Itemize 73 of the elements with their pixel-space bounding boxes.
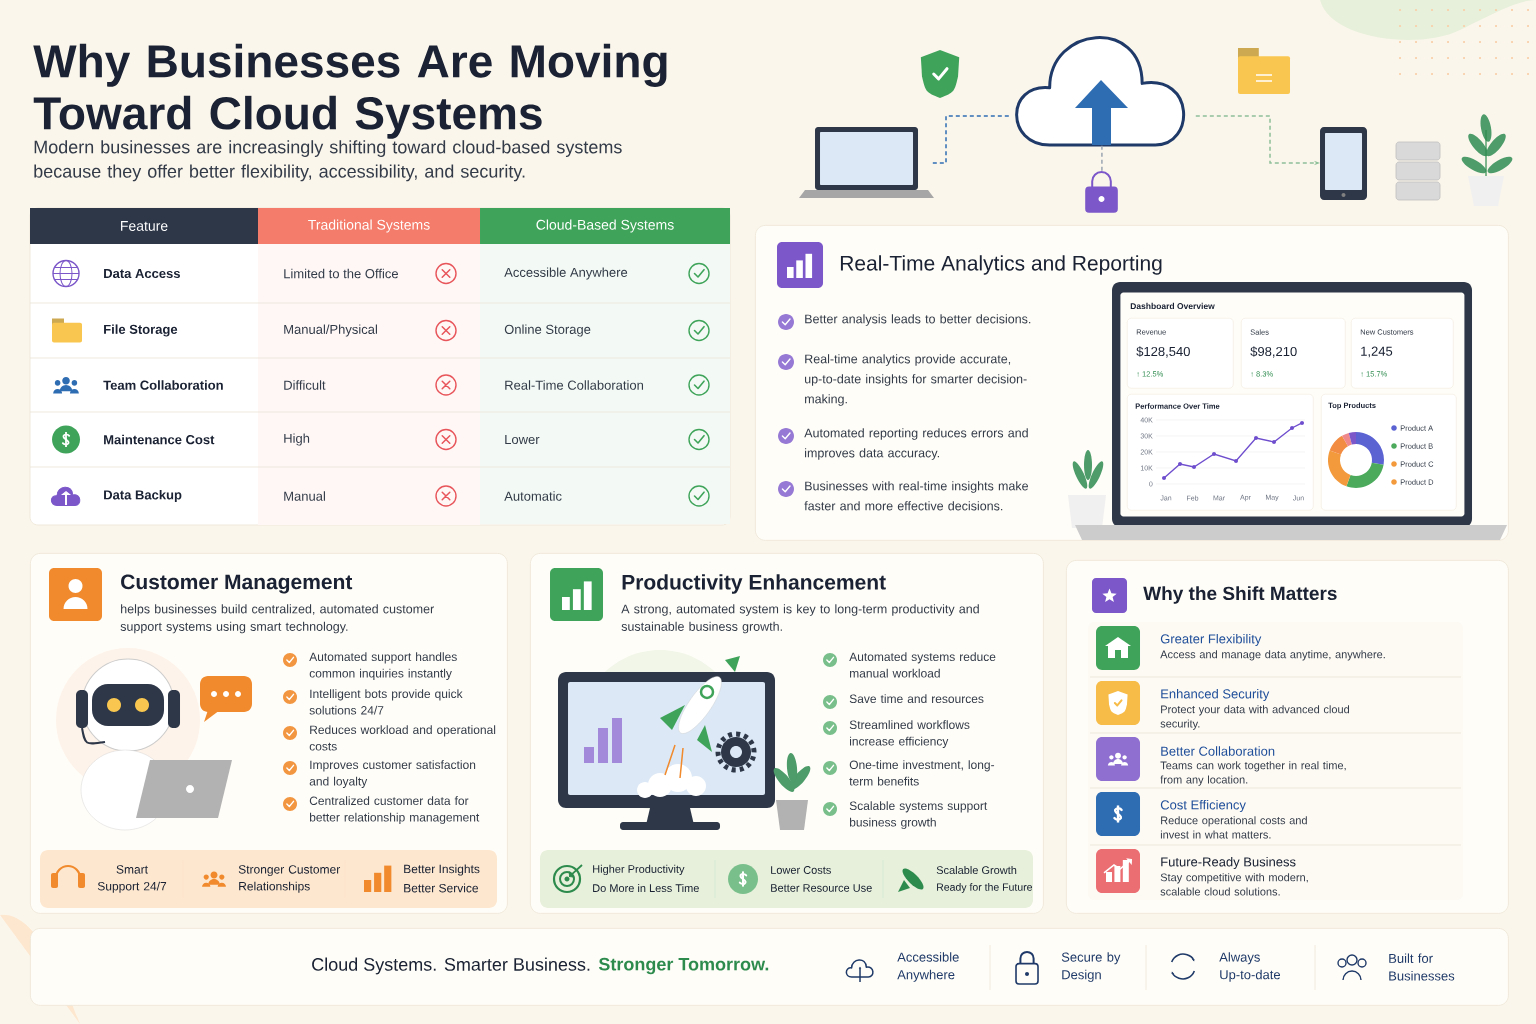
section-heading: Real-Time Analytics and Reporting <box>840 255 1162 275</box>
item-heading: Future-Ready Business <box>1161 856 1296 870</box>
item-text: Protect your data with advanced cloud security. <box>1160 705 1349 730</box>
title: Why Businesses Are Moving Toward Cloud Systems <box>33 43 667 139</box>
tagline-text: Stronger Tomorrow. <box>598 957 769 975</box>
footer-feature-text: Secure by Design <box>1061 952 1121 982</box>
connector-line <box>1101 145 1103 172</box>
bullet-text: Automated reporting reduces errors and improves data accuracy. <box>804 428 1028 460</box>
bullet-text: Automated support handles common inquiries instantly <box>309 652 457 680</box>
table-cell: Data Backup <box>104 489 182 503</box>
table-cell: Limited to the Office <box>284 268 398 279</box>
item-heading: Cost Efficiency <box>1160 799 1246 813</box>
dashboard-title: Dashboard Overview <box>1130 302 1215 310</box>
item-text: Reduce operational costs and invest in what matters. <box>1160 816 1307 839</box>
bullet-text: Improves customer satisfaction and loyalty <box>309 760 476 788</box>
laptop-drawing <box>799 127 934 198</box>
bullet-text: Better analysis leads to better decisions. <box>805 314 1031 326</box>
bullet-text: Real-time analytics provide accurate, up-to-date insights for smarter decision-making. <box>805 354 1027 406</box>
bullet-text: Centralized customer data for better relationship management <box>309 796 480 824</box>
table-cell: Manual <box>284 491 325 501</box>
table-cell: Maintenance Cost <box>104 434 215 445</box>
section-heading: Productivity Enhancement <box>622 574 886 594</box>
section-heading: Customer Management <box>121 574 353 594</box>
tile-text: Ready for the Future <box>937 883 1032 893</box>
cloud-upload-drawing <box>1015 36 1185 147</box>
header-cell: Cloud-Based Systems <box>480 208 730 244</box>
item-text: Teams can work together in real time, from any location. <box>1160 761 1346 786</box>
bullet-text: Automated systems reduce manual workload <box>849 652 996 678</box>
table-cell: File Storage <box>104 324 178 337</box>
tile-text: Stronger Customer Relationships <box>238 865 341 893</box>
bullet-text: One-time investment, long-term benefits <box>849 760 995 786</box>
tile-heading: Higher Productivity <box>593 864 685 876</box>
table-cell: Online Storage <box>504 324 591 337</box>
tablet-drawing <box>1320 127 1367 200</box>
tile-heading: Scalable Growth <box>936 865 1017 875</box>
item-text: Access and manage data anytime, anywhere. <box>1160 650 1385 661</box>
connector-line <box>932 115 1011 164</box>
section-heading: Why the Shift Matters <box>1143 586 1337 604</box>
table-cell: Lower <box>505 434 540 445</box>
item-heading: Better Collaboration <box>1161 746 1275 756</box>
subtitle: Modern businesses are increasingly shifting toward cloud-based systems because they offer better flexibility, accessibility, and security. <box>34 140 622 182</box>
padlock-drawing <box>1085 170 1118 213</box>
table-cell: Data Access <box>104 268 180 279</box>
tile-text: Better Service <box>404 883 478 893</box>
tile-text: Smart Support 24/7 <box>97 865 167 893</box>
item-heading: Greater Flexibility <box>1160 633 1262 647</box>
section-description: helps businesses build centralized, automated customer support systems using smart technology. <box>120 604 434 634</box>
tile-text: Do More in Less Time <box>593 883 699 893</box>
footer-feature-text: Built for Businesses <box>1389 953 1455 981</box>
footer-feature-text: Always Up-to-date <box>1219 952 1281 982</box>
bullet-text: Scalable systems support business growth <box>849 801 988 829</box>
bullet-text: Reduces workload and operational costs <box>309 725 496 751</box>
table-cell: Accessible Anywhere <box>504 267 628 280</box>
table-cell: Difficult <box>284 380 326 390</box>
table-cell: Automatic <box>504 491 562 501</box>
bullet-text: Intelligent bots provide quick solutions 24/7 <box>309 689 463 715</box>
bullet-text: Businesses with real-time insights make faster and more effective decisions. <box>804 481 1028 511</box>
table-cell: High <box>284 433 310 446</box>
tile-heading: Lower Costs <box>771 866 831 874</box>
tile-heading: Better Insights <box>404 864 480 876</box>
header-cell: Feature <box>30 208 258 244</box>
item-text: Stay competitive with modern, scalable cloud solutions. <box>1160 873 1308 896</box>
bullet-text: Save time and resources <box>849 694 984 703</box>
table-cell: Real-Time Collaboration <box>505 380 643 390</box>
header-cell: Traditional Systems <box>258 208 480 244</box>
table-cell: Team Collaboration <box>103 380 223 390</box>
section-description: A strong, automated system is key to long-term productivity and sustainable business growth. <box>621 604 979 634</box>
bullet-text: Streamlined workflows increase efficiency <box>849 720 970 748</box>
table-cell: Manual/Physical <box>284 324 377 337</box>
footer-feature-text: Accessible Anywhere <box>897 952 959 982</box>
item-heading: Enhanced Security <box>1161 688 1270 702</box>
tile-text: Better Resource Use <box>771 884 872 892</box>
tagline-text: Cloud Systems. Smarter Business. <box>312 957 590 975</box>
